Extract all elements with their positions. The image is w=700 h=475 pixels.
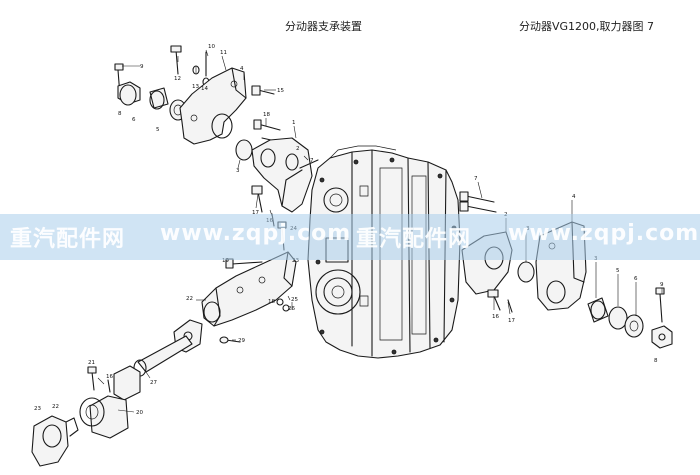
callout-4-right: 4 [572,194,576,200]
callout-6-right: 6 [634,276,638,282]
diagram-title: 分动器支承装置 [285,20,362,33]
callout-26: 26 [288,306,295,312]
callout-5-right: 5 [616,268,620,274]
callout-18-lower: 18 [268,299,275,305]
callout-4: 4 [240,66,244,72]
callout-20: 20 [136,410,143,416]
drawing-reference: 分动器VG1200,取力器图 7 [519,20,655,33]
callout-22-lower: 22 [52,404,59,410]
callout-18: 18 [263,112,270,118]
callout-11: 11 [220,50,227,56]
callout-19: 19 [222,258,229,264]
callout-6: 6 [132,117,136,123]
callout-10: 10 [208,44,215,50]
callout-13: 13 [192,84,199,90]
lower-left-support-assembly [31,221,297,467]
callout-2: 2 [296,146,300,152]
watermark-url-1: www.zqpj.com [160,221,352,246]
callout-21: 21 [88,360,95,366]
callout-16-right: 16 [492,314,499,320]
callout-17-right: 17 [508,318,515,324]
callout-29: 29 [238,338,245,344]
upper-left-support-assembly [114,45,319,227]
callout-12: 12 [174,76,181,82]
callout-22: 22 [186,296,193,302]
callout-23: 23 [292,258,299,264]
callout-23-lower: 23 [34,406,41,412]
callout-1: 1 [292,120,296,126]
callout-3: 3 [236,168,240,174]
watermark-band [0,214,700,260]
callout-7-right: 7 [474,176,478,182]
callout-labels: 9 12 13 10 14 11 4 8 6 5 15 18 1 3 2 7 1… [34,44,664,416]
watermark-url-2: www.zqpj.com [508,221,700,246]
callout-7: 7 [310,158,314,164]
callout-16-lower: 16 [106,374,113,380]
callout-15: 15 [277,88,284,94]
callout-27: 27 [150,380,157,386]
callout-9-right: 9 [660,282,664,288]
callout-8-right: 8 [654,358,658,364]
callout-25: 25 [291,297,298,303]
watermark-brand-2: 重汽配件网 [356,227,472,252]
watermark-brand-1: 重汽配件网 [10,227,126,252]
callout-5: 5 [156,127,160,133]
callout-8: 8 [118,111,122,117]
callout-17: 17 [252,210,259,216]
callout-9: 9 [140,64,144,70]
callout-14: 14 [201,86,208,92]
